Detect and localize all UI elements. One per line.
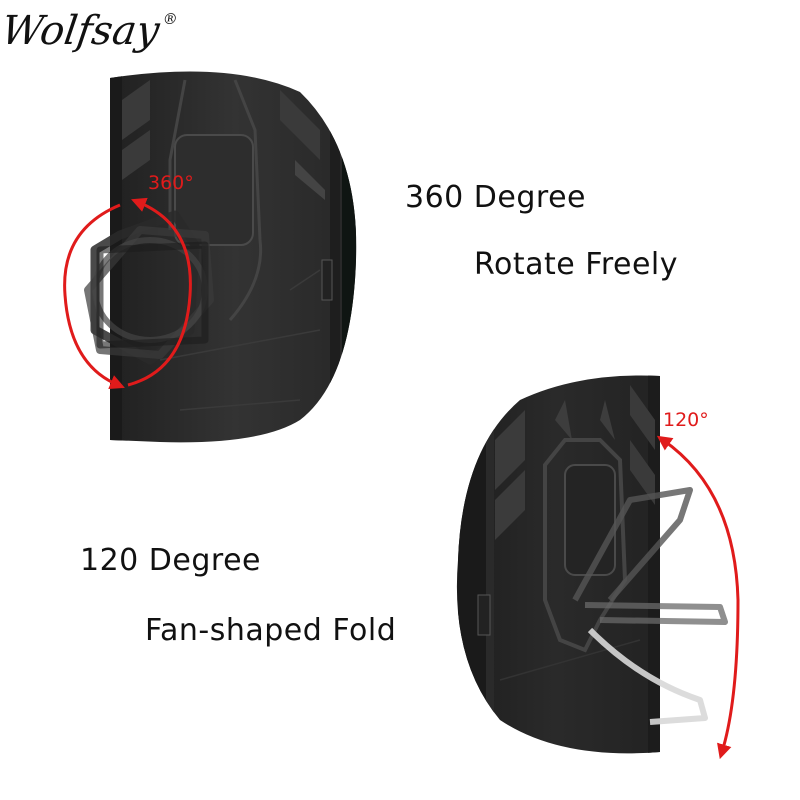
top-phone-case: [110, 71, 357, 443]
bottom-phone-case: [456, 375, 660, 754]
rotating-ring: [84, 210, 214, 365]
angle-label-360: 360°: [148, 172, 194, 194]
rotate-360-arrow-icon: [63, 197, 192, 390]
caption-bottom-line1: 120 Degree: [80, 543, 261, 578]
fold-120-arrow-icon: [656, 435, 740, 760]
caption-top-line1: 360 Degree: [405, 180, 586, 215]
caption-top-line2: Rotate Freely: [474, 247, 679, 282]
caption-bottom-line2: Fan-shaped Fold: [145, 613, 397, 648]
angle-label-120: 120°: [663, 409, 709, 431]
